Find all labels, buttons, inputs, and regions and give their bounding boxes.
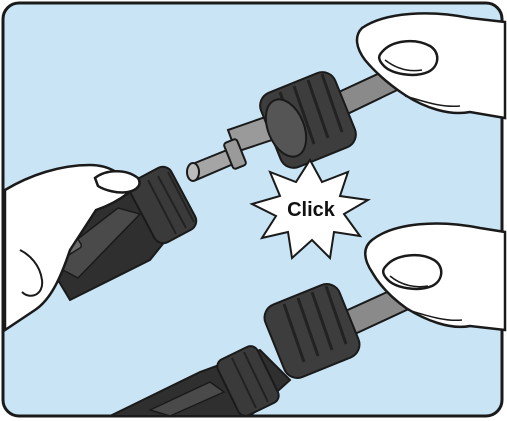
click-label: Click <box>287 199 336 221</box>
